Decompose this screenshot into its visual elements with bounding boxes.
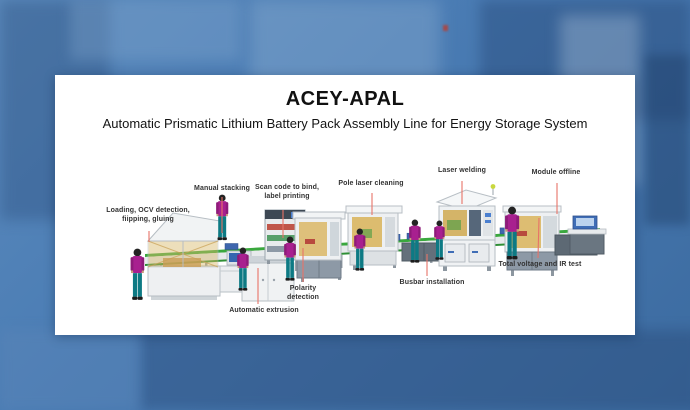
background-machine-silhouette: [645, 55, 690, 225]
page-subtitle: Automatic Prismatic Lithium Battery Pack…: [102, 116, 588, 131]
station-label-manual-stacking: Manual stacking: [194, 185, 250, 192]
machine-module-offline: [554, 215, 607, 256]
station-label-laser-welding: Laser welding: [438, 167, 486, 174]
background-machine-silhouette: [70, 0, 240, 60]
station-label-scan-code: Scan code to bind, label printing: [254, 184, 320, 200]
background-machine-silhouette: [0, 330, 140, 410]
label-leader-lines: [148, 181, 558, 304]
page-title: ACEY-APAL: [285, 88, 405, 110]
station-label-automatic-extrusion: Automatic extrusion: [229, 307, 299, 314]
assembly-line-illustration: Loading, OCV detection, fiipping, gluing…: [55, 75, 635, 335]
machine-polarity-detection: [292, 211, 346, 282]
product-card: ACEY-APAL Automatic Prismatic Lithium Ba…: [55, 75, 635, 335]
station-label-loading-ocv: Loading, OCV detection, fiipping, gluing: [106, 207, 190, 223]
station-label-busbar-installation: Busbar installation: [399, 279, 465, 286]
machine-laser-welding: [435, 184, 498, 271]
background-signal-dot: [443, 25, 448, 31]
machine-loading-ocv: [146, 212, 221, 300]
assembly-line-drawing: [130, 181, 607, 304]
station-label-module-offline: Module offline: [531, 169, 581, 176]
station-label-polarity-detection: Polarity detection: [286, 285, 320, 301]
station-label-total-voltage-ir-test: Total voltage and IR test: [498, 261, 582, 268]
background-machine-silhouette: [140, 330, 690, 410]
station-label-pole-laser-cleaning: Pole laser cleaning: [338, 180, 404, 187]
worker-figure: [130, 248, 145, 300]
